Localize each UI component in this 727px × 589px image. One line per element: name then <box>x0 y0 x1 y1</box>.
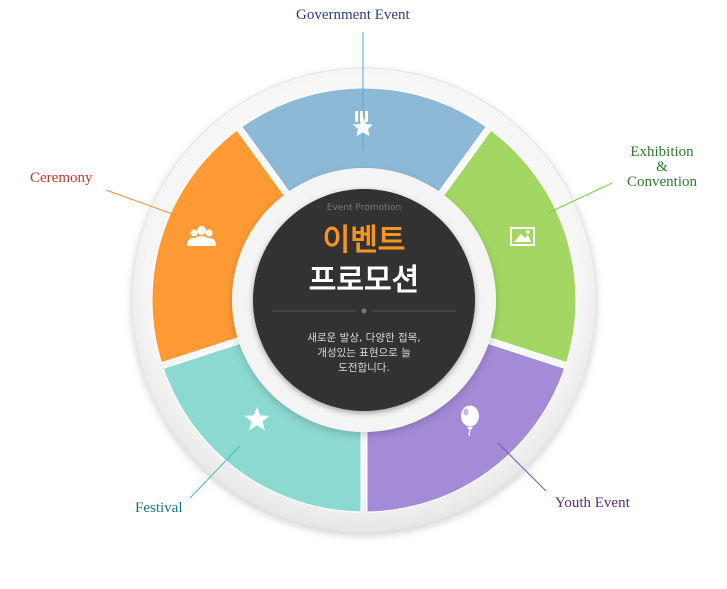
center-title-line2: 프로모션 <box>308 263 420 298</box>
label-exhibition-line2: & <box>656 159 668 175</box>
label-government-event: Government Event <box>296 7 410 23</box>
label-youth-event: Youth Event <box>555 495 630 511</box>
label-ceremony: Ceremony <box>30 170 93 186</box>
center-description-line1: 새로운 발상, 다양한 접목, <box>307 332 421 344</box>
center-title-line1: 이벤트 <box>322 223 406 258</box>
star-icon <box>244 407 270 431</box>
center-divider-dot <box>361 308 367 314</box>
center-description-line2: 개성있는 표현으로 늘 <box>317 347 411 359</box>
leader-line-youth <box>497 442 547 492</box>
label-exhibition-line1: Exhibition <box>630 144 694 160</box>
center-subtitle: Event Promotion <box>326 203 402 213</box>
label-festival: Festival <box>135 500 183 516</box>
label-exhibition-line3: Convention <box>627 174 697 190</box>
balloon-icon <box>461 405 479 437</box>
center-disc <box>253 189 475 411</box>
leader-line-festival <box>189 445 241 499</box>
picture-icon <box>510 227 535 246</box>
label-exhibition-convention: Exhibition & Convention <box>612 145 712 190</box>
leader-line-ceremony <box>105 189 179 217</box>
leader-line-exhibition <box>547 182 613 214</box>
center-description-line3: 도전합니다. <box>338 362 390 374</box>
people-icon <box>187 226 216 246</box>
medal-star-icon <box>353 111 373 136</box>
